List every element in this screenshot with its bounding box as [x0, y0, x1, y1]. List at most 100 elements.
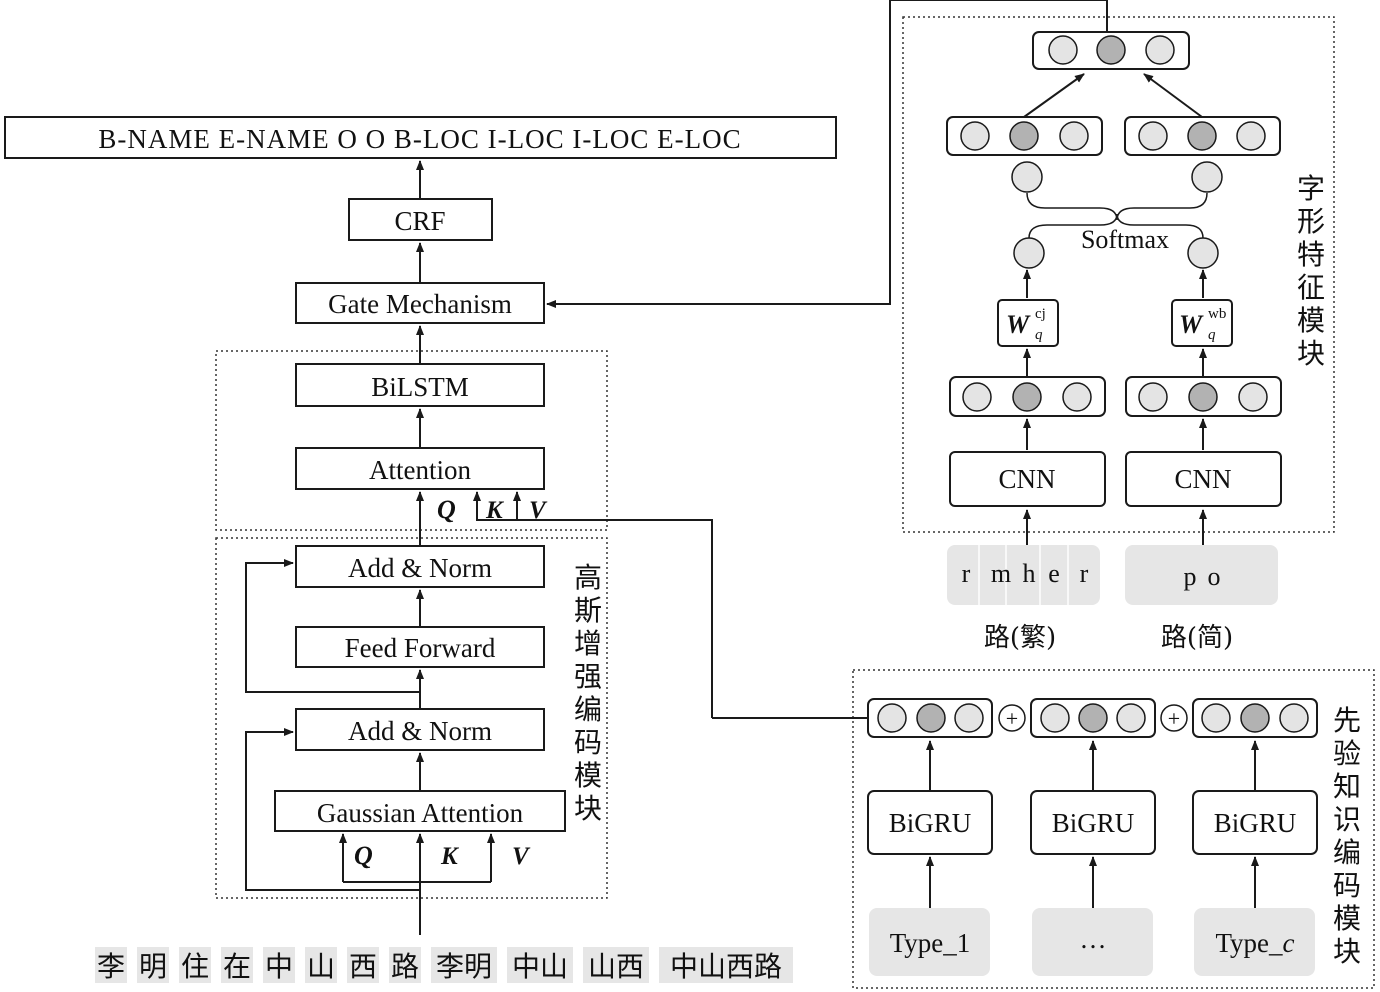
bigru-label-2: BiGRU [1052, 808, 1135, 838]
prior-module-label-char-3: 识 [1333, 803, 1361, 836]
input-token-6: 西 [349, 950, 377, 983]
input-token-0: 李 [97, 950, 125, 983]
glyph-input-left-0: r [962, 559, 971, 588]
cnn-left-label: CNN [998, 464, 1055, 494]
gaussian-module-label-char-5: 码 [574, 726, 602, 759]
softmax-upper-brace [1026, 192, 1208, 221]
w-wb-box [1171, 299, 1233, 347]
output-tags-text: B-NAME E-NAME O O B-LOC I-LOC I-LOC E-LO… [98, 124, 741, 154]
type-ellipsis-bg [1032, 908, 1153, 976]
glyph-left-lower-node [1013, 237, 1045, 269]
gaussian-module-label-char-7: 块 [574, 792, 602, 825]
svg-text:+: + [1168, 706, 1180, 731]
input-token-8: 李明 [436, 950, 492, 983]
w-cj-box [997, 299, 1059, 347]
input-token-bg-0 [95, 947, 127, 983]
gaussian-module-label-char-6: 模 [574, 759, 602, 792]
attention-q-label: Q [437, 495, 456, 524]
prior-module-label-char-6: 模 [1333, 902, 1361, 935]
type-1-bg [869, 908, 990, 976]
glyph-module-label-char-0: 字 [1297, 172, 1325, 205]
glyph-label-left: 路(繁) [984, 623, 1056, 653]
prior-module-label-char-5: 码 [1333, 869, 1361, 902]
prior-vector-1 [867, 698, 993, 738]
main-stack-arrows [245, 0, 1108, 935]
gate-mechanism-label: Gate Mechanism [328, 289, 512, 319]
attention-v-label: V [529, 497, 548, 524]
gaussian-attention-label: Gaussian Attention [317, 798, 524, 828]
input-token-11: 中山西路 [670, 950, 782, 983]
glyph-module-label-char-3: 征 [1297, 271, 1325, 304]
prior-module-label-char-2: 知 [1333, 770, 1361, 803]
input-token-bg-6 [347, 947, 379, 983]
glyph-input-right-1: o [1208, 562, 1221, 591]
bigru-box-2 [1030, 790, 1156, 855]
cnn-right-box [1125, 451, 1282, 507]
w-wb-sup: wb [1208, 306, 1226, 322]
input-token-4: 中 [265, 950, 293, 983]
prior-knowledge-block [852, 669, 1375, 989]
gaussian-module-label-char-4: 编 [574, 693, 602, 726]
add-norm-top-label: Add & Norm [348, 553, 492, 583]
glyph-right-lower-node [1187, 237, 1219, 269]
prior-module-label-char-0: 先 [1333, 704, 1361, 737]
glyph-right-vector [1124, 116, 1281, 156]
bilstm-attention-block [215, 350, 608, 531]
prior-plus-1: + [998, 704, 1026, 732]
glyph-input-right-0: p [1184, 562, 1197, 591]
input-token-7: 路 [391, 950, 419, 983]
softmax-lower-brace [1028, 213, 1204, 239]
prior-vector-3 [1192, 698, 1318, 738]
bigru-box-3 [1192, 790, 1318, 855]
input-token-bg-2 [179, 947, 211, 983]
input-token-bg-5 [305, 947, 337, 983]
bigru-label-3: BiGRU [1214, 808, 1297, 838]
output-tags-box [4, 116, 837, 159]
input-token-3: 在 [223, 950, 251, 983]
svg-text:+: + [1006, 706, 1018, 731]
gaussian-k-label: K [440, 843, 460, 870]
gaussian-encoding-block [215, 537, 608, 899]
glyph-output-vector [1032, 31, 1190, 70]
add-norm-bottom-label: Add & Norm [348, 716, 492, 746]
gaussian-v-label: V [512, 843, 531, 870]
gaussian-q-label: Q [354, 841, 373, 870]
cnn-right-output-vector [1125, 376, 1282, 417]
bilstm-label: BiLSTM [371, 372, 469, 402]
glyph-left-vector [946, 116, 1103, 156]
glyph-module-label-char-2: 特 [1297, 238, 1325, 271]
type-c-label: Type_c [1215, 928, 1294, 958]
type-1-label: Type_1 [890, 928, 971, 958]
w-wb-sub: q [1208, 327, 1216, 343]
bigru-label-1: BiGRU [889, 808, 972, 838]
prior-module-label-char-4: 编 [1333, 836, 1361, 869]
bigru-box-1 [867, 790, 993, 855]
cnn-left-output-vector [949, 376, 1106, 417]
input-token-bg-1 [137, 947, 169, 983]
input-token-bg-11 [659, 947, 793, 983]
input-token-bg-7 [389, 947, 421, 983]
glyph-input-left-bg [947, 545, 1100, 605]
input-token-row: 李明住在中山西路李明中山山西中山西路 [95, 947, 793, 983]
glyph-input-left-3: e [1048, 559, 1060, 588]
input-token-5: 山 [307, 950, 335, 983]
gaussian-module-label-char-3: 强 [574, 660, 602, 693]
glyph-right-upper-node [1191, 161, 1223, 193]
glyph-arrows [1023, 73, 1207, 545]
glyph-input-left-dividers [978, 545, 1069, 605]
input-token-bg-9 [507, 947, 573, 983]
prior-module-label-char-7: 块 [1333, 935, 1361, 968]
glyph-module-label-char-4: 模 [1297, 304, 1325, 337]
w-cj-sup: cj [1035, 306, 1046, 322]
prior-arrows [926, 740, 1259, 908]
prior-module-label-char-1: 验 [1333, 737, 1361, 770]
w-cj-sub: q [1035, 327, 1043, 343]
attention-label: Attention [369, 455, 471, 485]
attention-k-label: K [485, 497, 505, 524]
type-c-bg [1194, 908, 1315, 976]
glyph-label-right: 路(简) [1161, 623, 1233, 653]
glyph-input-left-2: h [1023, 559, 1036, 588]
